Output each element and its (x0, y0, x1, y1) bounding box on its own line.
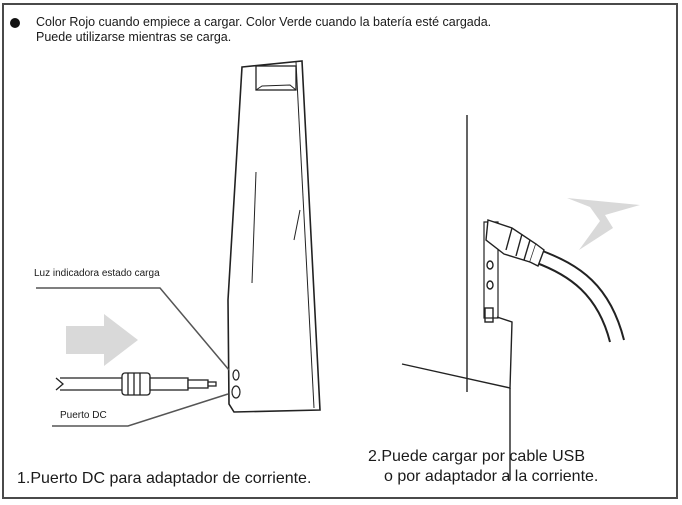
note-line-1: Color Rojo cuando empiece a cargar. Colo… (36, 15, 492, 29)
caption-usb-line-2: o por adaptador a la corriente. (384, 468, 599, 485)
indicator-light-label: Luz indicadora estado carga (34, 268, 160, 279)
caption-usb-line-1: 2.Puede cargar por cable USB (368, 448, 586, 465)
caption-dc-port: 1.Puerto DC para adaptador de corriente. (17, 470, 312, 487)
diagram-frame (2, 3, 678, 499)
callout-lines (36, 287, 230, 427)
device-body (227, 60, 321, 413)
plug-in-arrow-icon (66, 314, 138, 366)
usb-plug-cable (485, 219, 625, 343)
device-side-panel (401, 115, 513, 480)
note-line-2: Puede utilizarse mientras se carga. (36, 30, 232, 44)
bullet-icon (10, 18, 20, 28)
dc-port-label: Puerto DC (60, 410, 107, 421)
charging-note: Color Rojo cuando empiece a cargar. Colo… (10, 15, 491, 45)
dc-cable-plug (55, 372, 217, 396)
usb-arrow-icon (567, 198, 640, 250)
